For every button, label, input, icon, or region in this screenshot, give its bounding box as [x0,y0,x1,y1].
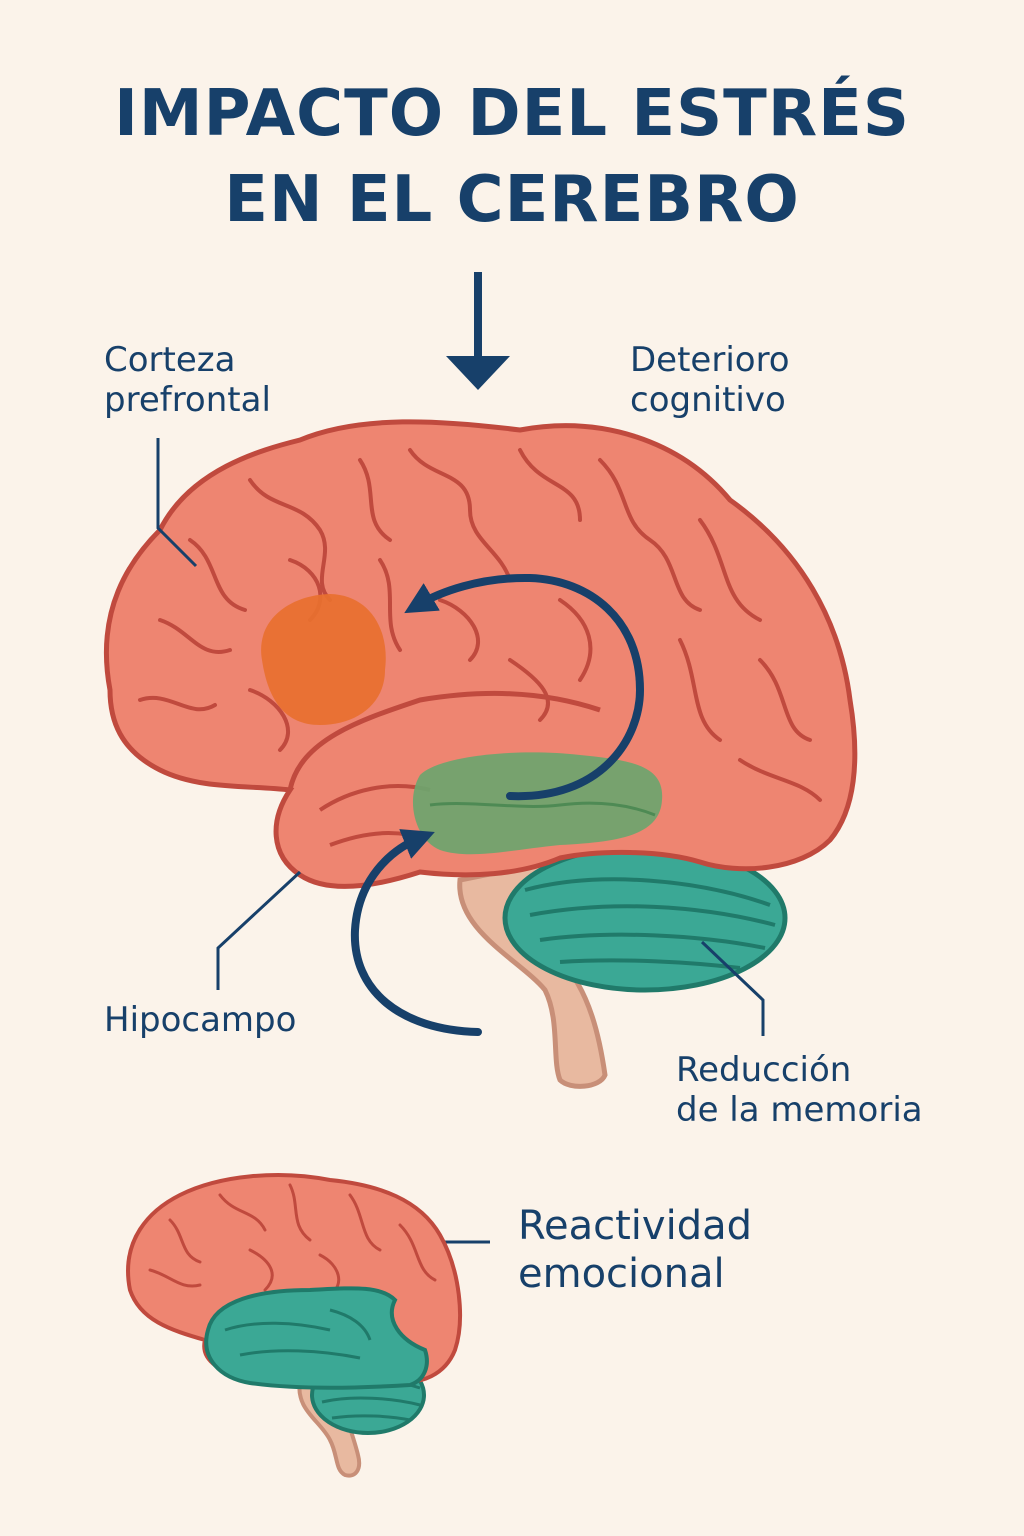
label-cognitive-line-2: cognitivo [630,380,786,420]
prefrontal-highlight [261,594,386,725]
limbic-highlight [204,1286,429,1390]
limbic-folds [224,1308,372,1360]
label-emotional-reactivity: Reactividad emocional [518,1202,752,1298]
label-emotional-line-2: emocional [518,1251,725,1297]
label-cognitive-decline: Deterioro cognitivo [630,340,790,420]
leader-prefrontal [156,438,198,568]
label-prefrontal-line-2: prefrontal [104,380,271,420]
small-brain [126,1173,462,1478]
temporal-lobe-outline [287,690,601,791]
cerebrum [103,419,858,889]
leader-hippocampus [216,870,302,990]
label-memory-reduction: Reducción de la memoria [676,1050,923,1130]
label-hippocampus-line-1: Hipocampo [104,1000,297,1040]
hippocampus-highlight [412,752,663,855]
curved-arrow-lower [350,829,482,1036]
label-memory-line-2: de la memoria [676,1090,923,1130]
label-cognitive-line-1: Deterioro [630,340,790,380]
label-emotional-line-1: Reactividad [518,1203,752,1249]
main-brain [103,419,858,1089]
curved-arrow-upper [404,573,645,801]
gyri-folds [138,448,822,802]
down-arrow [446,272,510,390]
title-line-1: IMPACTO DEL ESTRÉS [114,77,910,151]
title-line-2: EN EL CEREBRO [224,163,800,237]
label-memory-line-1: Reducción [676,1050,852,1090]
leader-memory [700,940,765,1036]
label-prefrontal-cortex: Corteza prefrontal [104,340,271,420]
label-prefrontal-line-1: Corteza [104,340,236,380]
label-hippocampus: Hipocampo [104,1000,296,1040]
